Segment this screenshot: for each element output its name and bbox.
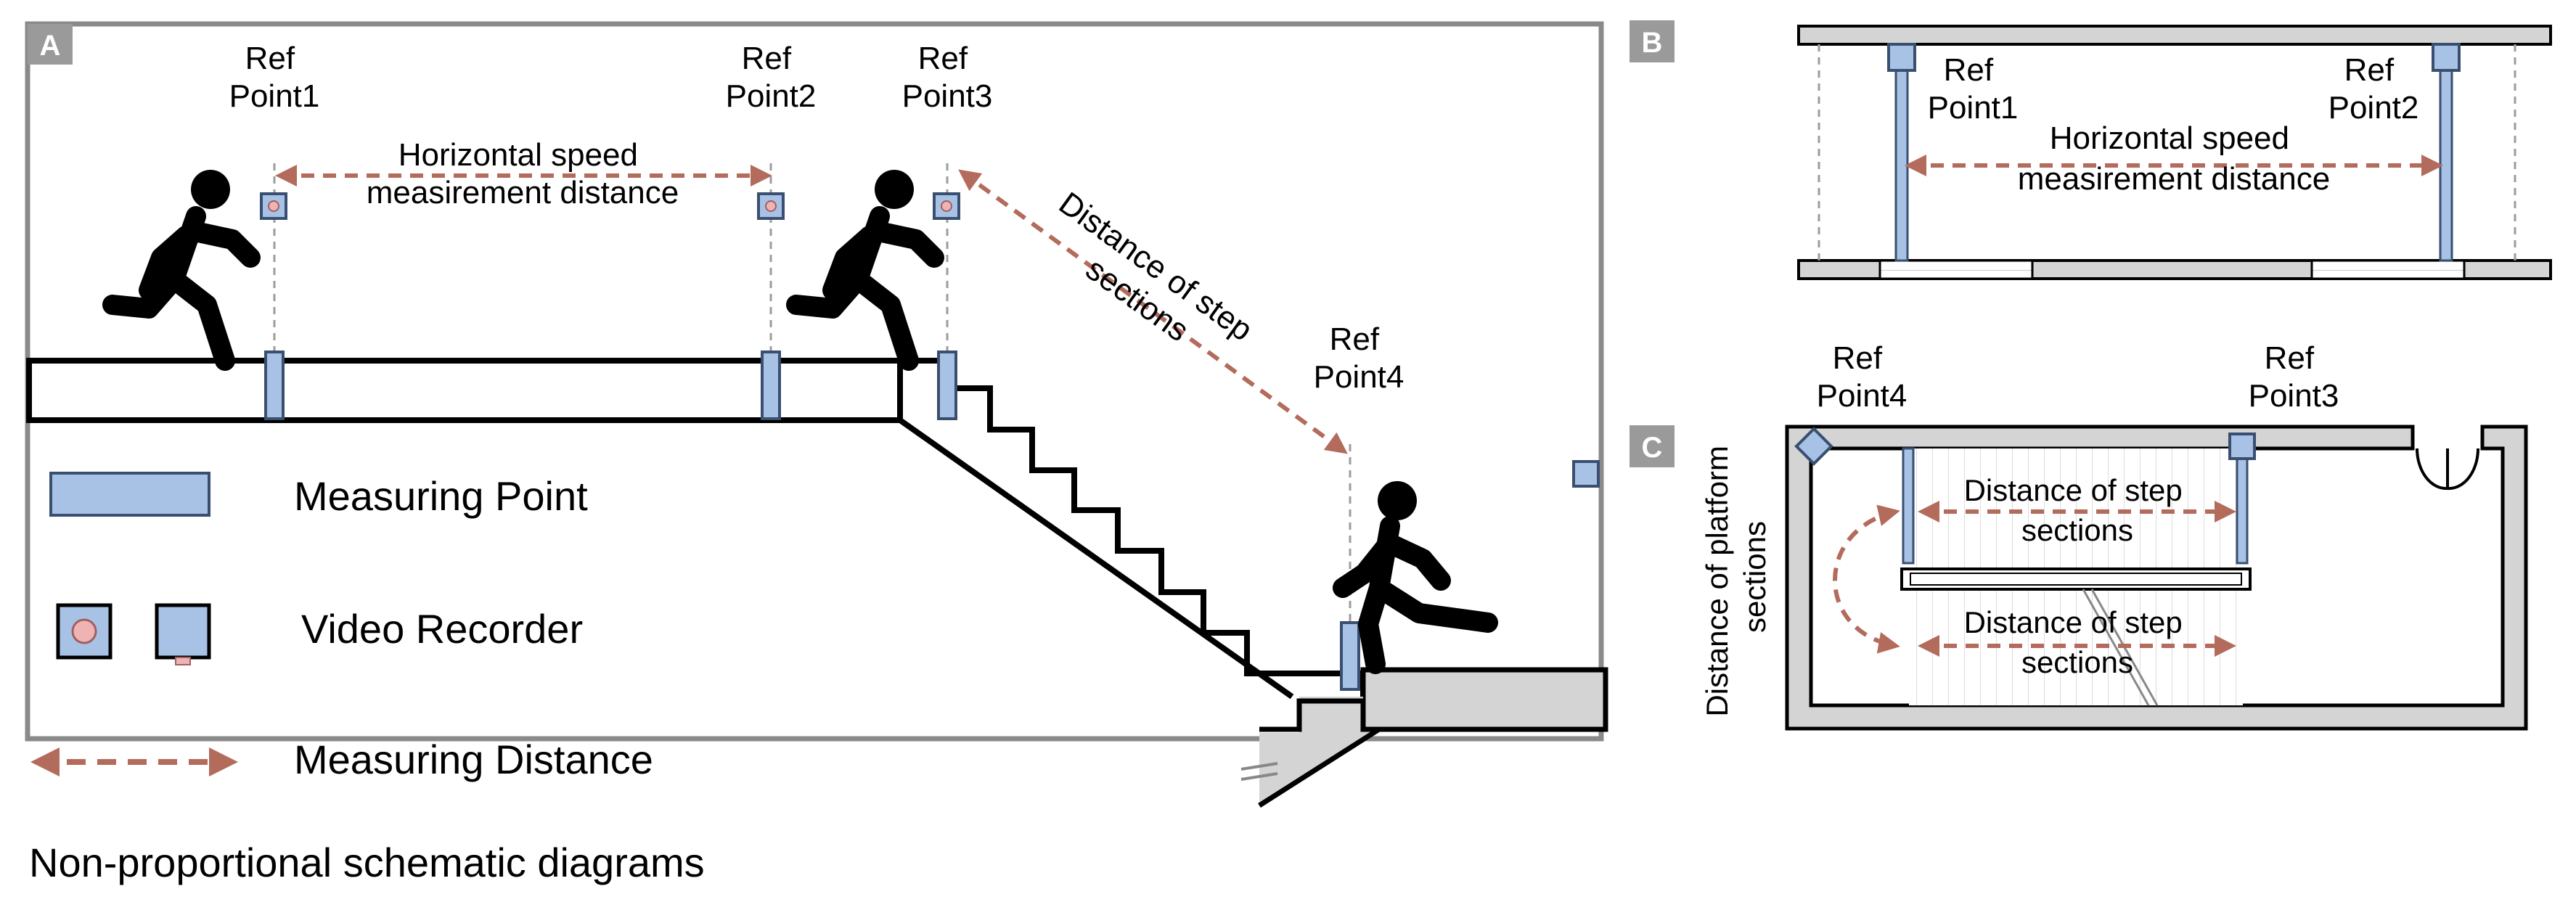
measuring-point-3 — [937, 351, 957, 420]
video-recorder-2 — [757, 192, 785, 220]
legend-measuring-point-label: Measuring Point — [294, 473, 588, 519]
legend-measuring-distance-label: Measuring Distance — [294, 737, 653, 782]
video-recorder-c3 — [2228, 433, 2256, 460]
platform-distance-label: Distance of platform sections — [1700, 437, 1772, 716]
ref-point-4-label: Ref Point4 — [1314, 321, 1404, 395]
corridor-top-wall — [1797, 25, 2552, 46]
ref-point-b1-label: Ref Point1 — [1928, 52, 2019, 126]
measuring-points-a — [264, 351, 1360, 691]
ref-point-c4-label: Ref Point4 — [1817, 340, 1908, 414]
ref-point-1-label: Ref Point1 — [229, 41, 320, 114]
door-swing-left — [2415, 448, 2449, 491]
stair-divider — [1900, 567, 2252, 591]
figure-caption: Non-proportional schematic diagrams — [29, 840, 705, 885]
stair-steps — [900, 358, 1366, 701]
video-recorder-4 — [1572, 460, 1600, 488]
panel-a: A — [25, 21, 1608, 808]
panel-c-tag — [1630, 425, 1675, 467]
measuring-line-1 — [1894, 43, 1909, 262]
runner-3-icon — [1333, 481, 1498, 674]
measuring-line-c4 — [1902, 447, 1915, 565]
step-distance-arrow — [958, 169, 1348, 454]
step-distance-label: Distance of step sections — [1031, 185, 1267, 384]
panel-b: B Ref Point1 Ref Point2 Horizontal speed… — [1630, 20, 2552, 280]
measuring-line-c3 — [2236, 447, 2249, 565]
corridor-door-1 — [1878, 259, 2034, 280]
measuring-point-1 — [264, 351, 285, 420]
upper-flight — [1909, 448, 2243, 568]
video-recorder-c4 — [1794, 427, 1833, 466]
panel-b-tag-label: B — [1642, 27, 1663, 59]
corridor-door-2 — [2310, 259, 2466, 280]
break-mark — [1240, 762, 1278, 781]
recorder-lens-icon — [71, 618, 97, 644]
measuring-line-2 — [2439, 43, 2453, 262]
panel-c-tag-label: C — [1642, 432, 1663, 464]
runner-1-icon — [102, 170, 261, 371]
measuring-point-2 — [761, 351, 781, 420]
recorder-lens-icon — [941, 200, 952, 212]
lower-step-label: Distance of step sections — [1964, 605, 2191, 679]
upper-step-label: Distance of step sections — [1964, 473, 2191, 547]
panel-c: C Ref Point4 Ref Point3 Distance of step — [1630, 340, 2528, 731]
stair-underside — [898, 417, 1294, 700]
stairwell-walls — [1785, 425, 2528, 731]
platform-arrow — [1833, 504, 1900, 654]
legend-video-recorder-label: Video Recorder — [301, 606, 583, 652]
video-recorder-b2 — [2432, 43, 2461, 72]
horizontal-distance-label: Horizontal speed measirement distance — [367, 137, 679, 210]
ref-point-b2-label: Ref Point2 — [2328, 52, 2419, 126]
video-recorder-b1 — [1887, 43, 1916, 72]
recorder-lens-icon — [765, 200, 777, 212]
recorder-lens-icon — [268, 200, 279, 212]
measuring-point-4 — [1340, 621, 1360, 691]
panel-b-tag — [1630, 20, 1675, 62]
legend: Measuring Point Video Recorder Measuring… — [30, 472, 653, 782]
legend-recorder-swatch — [155, 603, 211, 660]
ref-point-2-label: Ref Point2 — [726, 41, 817, 114]
ref-point-3-label: Ref Point3 — [902, 41, 993, 114]
runner-2-icon — [786, 170, 944, 371]
panel-a-tag-label: A — [40, 30, 61, 62]
video-recorder-1 — [260, 192, 287, 220]
ref-point-c3-label: Ref Point3 — [2249, 340, 2339, 414]
recorder-stand-icon — [175, 657, 191, 665]
corridor-distance-label: Horizontal speed measirement distance — [2018, 120, 2330, 197]
door-swing-right — [2447, 448, 2480, 491]
legend-measuring-point-swatch — [49, 472, 210, 517]
stair-divider-inner — [1910, 573, 2242, 586]
lower-stair-stub — [1259, 697, 1379, 806]
upper-platform — [26, 358, 903, 423]
lower-landing — [1360, 667, 1608, 732]
panel-a-tag — [28, 24, 73, 65]
video-recorders-a — [260, 192, 1600, 488]
lower-stair-outline — [1258, 698, 1389, 808]
